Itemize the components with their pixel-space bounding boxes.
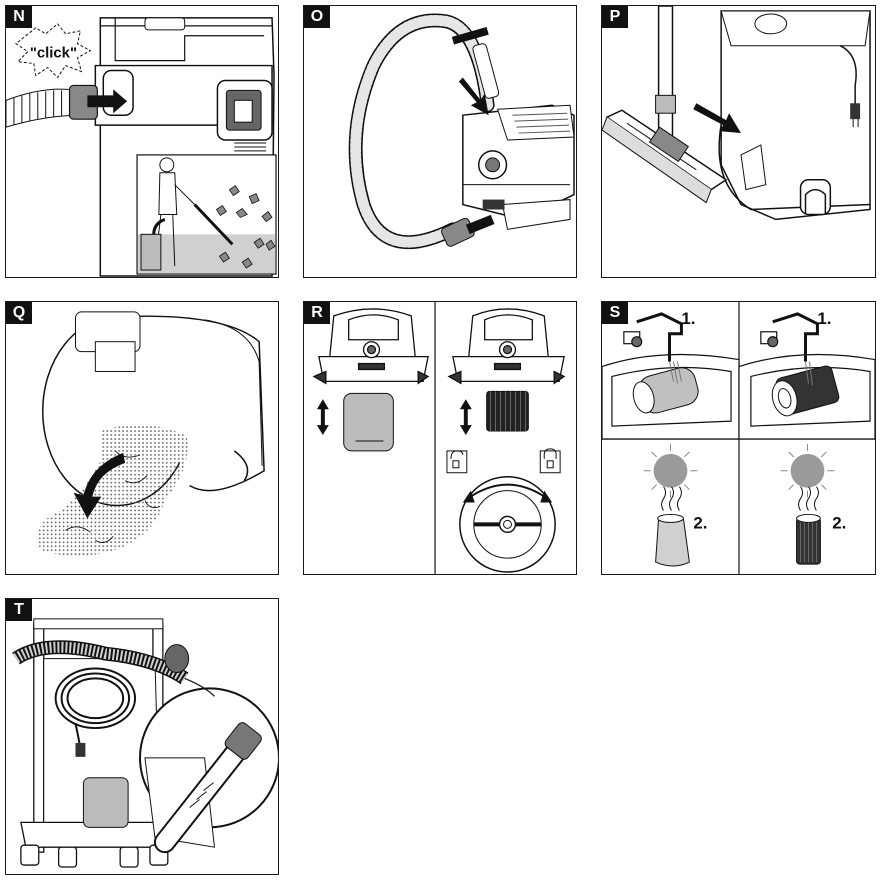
illustration-hose-click: "click" bbox=[6, 17, 277, 277]
padlock-open-icon bbox=[446, 450, 468, 474]
panel-label-n: N bbox=[6, 6, 32, 28]
filter-bag bbox=[343, 392, 394, 452]
handle-bar-left bbox=[33, 623, 45, 853]
click-callout: "click" bbox=[30, 46, 77, 62]
arrow-icon bbox=[87, 89, 128, 114]
panel-r-filter-change: R bbox=[303, 301, 577, 575]
padlock-closed-icon bbox=[539, 448, 561, 474]
double-arrow-icon bbox=[459, 399, 472, 436]
panel-label-t: T bbox=[6, 599, 32, 621]
cartridge-filter bbox=[486, 390, 529, 432]
illustration-dump-dirt bbox=[37, 311, 265, 557]
power-cord-coil bbox=[54, 667, 137, 730]
illustration-hose-into-top bbox=[348, 13, 575, 249]
sun-icon bbox=[780, 443, 835, 498]
dirt-pile bbox=[37, 424, 188, 557]
panel-o-insert-hose: O bbox=[303, 5, 577, 278]
floor-nozzle-stored bbox=[82, 777, 129, 828]
illustration-filter-remove-lock bbox=[312, 302, 566, 574]
panel-label-p: P bbox=[602, 6, 628, 28]
panel-label-r: R bbox=[304, 302, 330, 324]
click-starburst bbox=[15, 23, 92, 79]
step-label-dry-right: 2. bbox=[832, 513, 846, 532]
panel-s-clean-filters: S 1. 1. bbox=[601, 301, 876, 575]
leaves bbox=[215, 185, 276, 269]
panel-t-storage: T bbox=[5, 598, 279, 875]
machine-head-left bbox=[312, 308, 430, 385]
step-label-wash-left: 1. bbox=[681, 309, 695, 328]
panel-q-empty-container: Q bbox=[5, 301, 279, 575]
illustration-parking-position bbox=[602, 6, 871, 221]
double-arrow-icon bbox=[316, 399, 329, 436]
panel-n-attach-hose: N "click" bbox=[5, 5, 279, 278]
panel-p-floor-nozzle-parking: P bbox=[601, 5, 876, 278]
arrow-icon bbox=[458, 77, 489, 116]
coiled-hose bbox=[12, 641, 188, 684]
hose-connector bbox=[224, 722, 262, 760]
rotate-arrow-icon bbox=[467, 483, 548, 500]
arrow-icon bbox=[693, 103, 741, 134]
panel-label-q: Q bbox=[6, 302, 32, 324]
curved-arrow-icon bbox=[73, 452, 126, 519]
sun-icon bbox=[643, 443, 698, 498]
step-label-wash-right: 1. bbox=[817, 309, 831, 328]
person-figure bbox=[154, 157, 195, 267]
panel-label-o: O bbox=[304, 6, 330, 28]
filter-bag-drying bbox=[655, 517, 690, 567]
steam-icon bbox=[661, 486, 682, 511]
illustration-wash-and-dry: 1. 1. bbox=[602, 302, 875, 574]
machine-head-right bbox=[447, 308, 566, 385]
corrugated-hose bbox=[350, 14, 494, 248]
step-label-dry-left: 2. bbox=[693, 513, 707, 532]
steam-icon bbox=[798, 486, 819, 511]
illustration-storage bbox=[12, 618, 278, 868]
panel-label-s: S bbox=[602, 302, 628, 324]
corrugated-hose bbox=[6, 88, 82, 128]
